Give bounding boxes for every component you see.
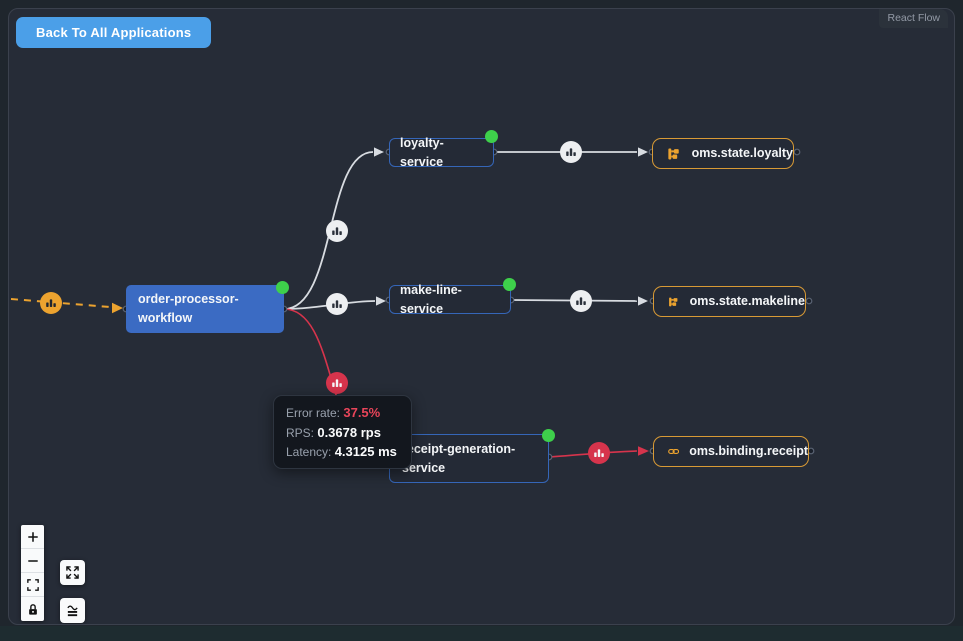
arrowhead-incoming <box>112 302 123 314</box>
zoom-in-button[interactable] <box>21 525 44 549</box>
node-label: order-processor-workflow <box>138 292 239 325</box>
arrowhead-state-makeline <box>638 296 648 306</box>
waveform-icon <box>67 605 78 617</box>
arrowhead-makeline <box>376 296 386 306</box>
node-order-processor-workflow[interactable]: order-processor-workflow <box>126 285 284 333</box>
bar-chart-icon <box>594 449 604 457</box>
edge-metrics-badge[interactable] <box>326 293 348 315</box>
edge-metrics-badge[interactable] <box>326 220 348 242</box>
edge-metrics-badge[interactable] <box>570 290 592 312</box>
back-to-all-applications-button[interactable]: Back To All Applications <box>16 17 212 48</box>
metrics-toggle-button[interactable] <box>60 598 85 623</box>
error-rate-value: 37.5% <box>343 405 381 420</box>
lock-button[interactable] <box>21 597 44 621</box>
bar-chart-icon <box>576 297 586 305</box>
edge-metrics-badge-error[interactable] <box>326 372 348 394</box>
node-loyalty-service[interactable]: loyalty-service <box>389 136 494 169</box>
state-store-icon <box>669 297 678 306</box>
lock-icon <box>28 603 37 615</box>
status-dot-healthy <box>542 429 555 442</box>
fit-view-button[interactable] <box>21 573 44 597</box>
node-label: oms.state.loyalty <box>691 146 793 161</box>
arrowhead-binding <box>638 446 649 456</box>
node-oms-state-makeline[interactable]: oms.state.makeline <box>653 286 806 317</box>
status-dot-healthy <box>503 278 516 291</box>
latency-value: 4.3125 ms <box>334 444 397 459</box>
bar-chart-icon <box>332 300 342 308</box>
arrowhead-loyalty <box>374 147 384 157</box>
status-dot-healthy <box>485 130 498 143</box>
plus-icon <box>27 531 38 542</box>
node-label: loyalty-service <box>400 135 444 169</box>
node-label: make-line-service <box>400 282 462 316</box>
bar-chart-icon <box>566 148 576 156</box>
node-oms-binding-receipt[interactable]: oms.binding.receipt <box>653 436 809 467</box>
expand-view-button[interactable] <box>60 560 85 585</box>
node-label: oms.binding.receipt <box>689 444 808 459</box>
bar-chart-icon <box>332 379 342 387</box>
flow-controls <box>21 525 44 621</box>
fit-view-icon <box>26 578 39 591</box>
binding-link-icon <box>668 448 680 455</box>
node-oms-state-loyalty[interactable]: oms.state.loyalty <box>652 138 794 169</box>
node-label: receipt-generation-service <box>402 441 516 475</box>
bar-chart-icon <box>46 299 56 307</box>
flow-canvas[interactable]: Back To All Applications React Flow orde… <box>8 8 955 625</box>
edge-incoming-orange[interactable] <box>10 298 111 308</box>
zoom-out-button[interactable] <box>21 549 44 573</box>
edge-metrics-badge[interactable] <box>40 292 62 314</box>
error-rate-label: Error rate: <box>286 406 344 420</box>
rps-value: 0.3678 rps <box>317 424 381 440</box>
node-make-line-service[interactable]: make-line-service <box>389 283 511 316</box>
rps-label: RPS: <box>286 425 318 440</box>
node-label: oms.state.makeline <box>689 294 805 309</box>
state-store-icon <box>668 148 679 159</box>
bar-chart-icon <box>332 227 342 235</box>
page-bottom-strip <box>0 626 963 641</box>
node-receipt-generation-service[interactable]: receipt-generation-service <box>389 434 549 483</box>
react-flow-attribution[interactable]: React Flow <box>879 9 948 28</box>
arrowhead-state-loyalty <box>638 147 648 157</box>
edge-metrics-tooltip: Error rate: 37.5% RPS: 0.3678 rps Latenc… <box>273 395 412 469</box>
expand-icon <box>66 566 79 579</box>
latency-label: Latency: <box>286 445 335 459</box>
edge-metrics-badge[interactable] <box>560 141 582 163</box>
minus-icon <box>27 559 38 562</box>
status-dot-healthy <box>276 281 289 294</box>
edge-metrics-badge-error[interactable] <box>588 442 610 464</box>
